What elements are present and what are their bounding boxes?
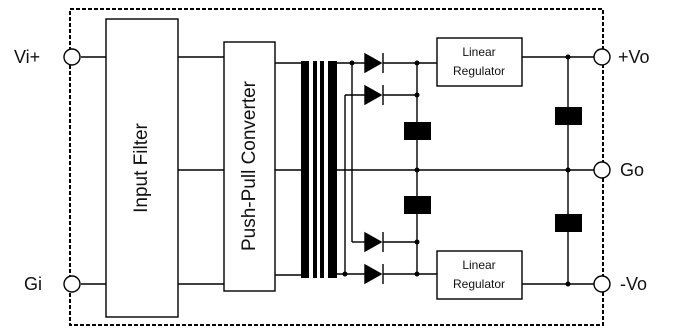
capacitor-symbol bbox=[555, 214, 582, 232]
input-terminals bbox=[63, 48, 81, 293]
wiring bbox=[81, 56, 596, 285]
input-filter-block bbox=[105, 18, 179, 318]
linear-regulator-bottom-label-line2: Regulator bbox=[453, 277, 505, 291]
terminal-gnd-in bbox=[63, 275, 81, 293]
linear-regulator-top-label-line2: Regulator bbox=[453, 64, 505, 78]
capacitor-symbol bbox=[404, 196, 431, 214]
capacitor-symbol bbox=[555, 107, 582, 125]
input-filter-label: Input Filter bbox=[131, 122, 152, 212]
label-vout-neg: -Vo bbox=[620, 274, 647, 294]
push-pull-converter-block bbox=[223, 41, 276, 292]
push-pull-converter-label: Push-Pull Converter bbox=[239, 80, 260, 251]
filter-capacitors bbox=[404, 107, 582, 232]
linear-regulator-bottom-block bbox=[436, 250, 523, 300]
terminal-vout-neg bbox=[593, 275, 611, 293]
diode-symbol bbox=[364, 52, 384, 74]
linear-regulator-top-block bbox=[436, 37, 523, 87]
junction-dots bbox=[342, 54, 571, 287]
linear-regulator-top-label-line1: Linear bbox=[462, 45, 495, 59]
label-gnd-in: Gi bbox=[24, 274, 42, 294]
capacitor-symbol bbox=[404, 122, 431, 140]
diode-symbol bbox=[364, 263, 384, 285]
label-gnd-out: Go bbox=[620, 160, 644, 180]
output-terminals bbox=[593, 48, 611, 293]
terminal-gnd-out bbox=[593, 161, 611, 179]
diode-symbol bbox=[364, 231, 384, 253]
terminal-vin-pos bbox=[63, 48, 81, 66]
diode-symbol bbox=[364, 84, 384, 106]
label-vin-pos: Vi+ bbox=[14, 47, 40, 67]
rectifier-diodes bbox=[364, 52, 384, 285]
terminal-vout-pos bbox=[593, 48, 611, 66]
linear-regulator-bottom-label-line1: Linear bbox=[462, 258, 495, 272]
label-vout-pos: +Vo bbox=[618, 47, 650, 67]
transformer-symbol bbox=[301, 61, 337, 278]
